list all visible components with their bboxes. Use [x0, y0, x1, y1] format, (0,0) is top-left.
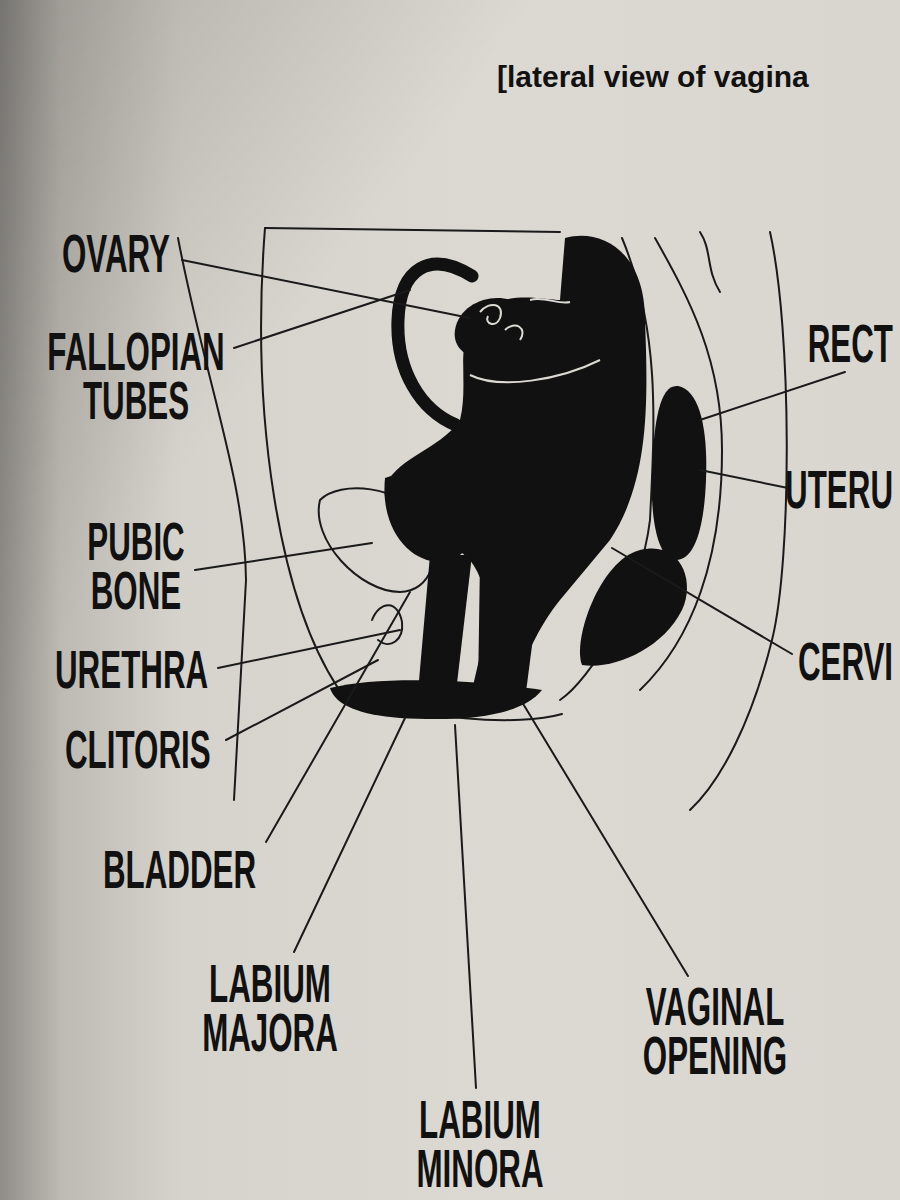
leader-line: [455, 725, 476, 1088]
leader-line: [522, 702, 688, 976]
anal-canal-shape: [580, 548, 687, 665]
ovary-shape: [455, 298, 531, 360]
leader-line: [195, 543, 372, 570]
part-label: VAGINAL OPENING: [643, 982, 787, 1079]
heading: [lateral view of vagina: [497, 60, 809, 93]
rectum-shape: [652, 386, 707, 560]
leader-line: [226, 660, 378, 740]
leader-line: [700, 470, 788, 488]
organ-group: [330, 236, 706, 719]
urethra-outline: [372, 605, 402, 644]
back-contour: [690, 232, 787, 810]
part-label: FALLOPIAN TUBES: [47, 327, 224, 424]
part-label: CERVI: [798, 637, 893, 686]
part-label: RECT: [808, 319, 893, 368]
vulva-shape: [330, 680, 542, 719]
fimbriae: [470, 299, 600, 382]
part-label: UTERU: [785, 465, 893, 514]
outline-group: [178, 228, 787, 810]
leader-group: [182, 260, 845, 1088]
leader-line: [266, 592, 410, 842]
part-label: PUBIC BONE: [87, 517, 184, 614]
part-label: OVARY: [62, 229, 170, 278]
leader-line: [294, 718, 405, 952]
bladder-shape: [384, 471, 480, 562]
ovary-curl: [505, 325, 522, 340]
body-contour: [178, 238, 246, 800]
part-label: LABIUM MINORA: [416, 1095, 543, 1192]
part-label: CLITORIS: [65, 725, 211, 774]
leader-line: [234, 290, 410, 348]
fimbria-line: [530, 299, 570, 303]
vagina-back-wall: [478, 545, 545, 692]
fallopian-tube: [398, 264, 472, 425]
leader-line: [182, 260, 470, 318]
pelvis-top-line: [265, 228, 560, 232]
pelvis-front-line: [261, 228, 338, 688]
leader-line: [700, 372, 845, 420]
part-label: URETHRA: [55, 645, 208, 694]
part-label: BLADDER: [103, 845, 256, 894]
organ-gap-line: [470, 360, 600, 382]
leader-line: [612, 548, 792, 654]
ovary-curl: [480, 305, 501, 324]
wavy-line: [700, 232, 720, 292]
part-label: LABIUM MAJORA: [202, 959, 338, 1056]
vagina-front-wall: [418, 555, 472, 692]
